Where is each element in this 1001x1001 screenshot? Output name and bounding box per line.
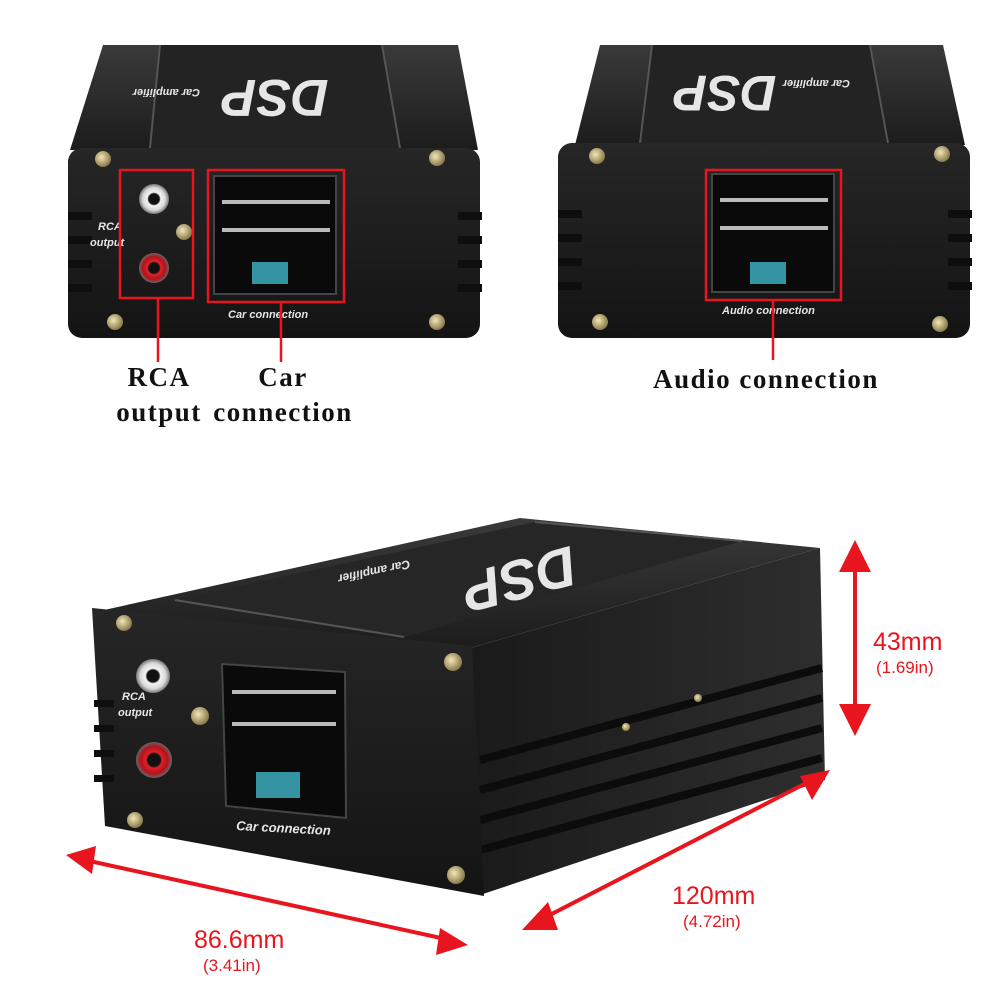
rca-callout-line2: output <box>116 397 202 427</box>
unit-front-rca: DSP Car amplifier RCA output Car connect… <box>68 44 482 362</box>
screw-icon <box>107 314 123 330</box>
length-mm-label: 120mm <box>672 882 756 910</box>
screw-icon <box>429 150 445 166</box>
fuse <box>252 262 288 284</box>
screw-icon <box>932 316 948 332</box>
car-callout-line2: connection <box>213 397 353 427</box>
car-connector-port <box>220 662 348 820</box>
rca-red-jack <box>139 253 169 283</box>
svg-text:RCA: RCA <box>122 691 146 703</box>
screw-icon <box>95 151 111 167</box>
car-amplifier-label: Car amplifier <box>132 86 200 98</box>
svg-text:Car amplifier: Car amplifier <box>782 77 850 89</box>
screw-icon <box>429 314 445 330</box>
screw-icon <box>592 314 608 330</box>
screw-icon <box>127 812 143 828</box>
audio-connection-callout: Audio connection <box>653 364 879 394</box>
svg-text:output: output <box>90 237 126 249</box>
fuse <box>256 772 300 798</box>
svg-text:Car connection: Car connection <box>236 818 331 838</box>
length-in-label: (4.72in) <box>683 912 741 931</box>
rca-highlight-box <box>118 168 195 300</box>
rca-output-callout: RCA output <box>64 360 254 430</box>
height-mm-label: 43mm <box>873 628 943 656</box>
svg-text:output: output <box>118 707 154 719</box>
width-mm-label: 86.6mm <box>194 926 285 954</box>
audio-connection-small-label: Audio connection <box>721 305 815 317</box>
rca-callout-line1: RCA <box>127 362 191 392</box>
car-connection-small-label: Car connection <box>228 309 308 321</box>
dimension-arrows <box>66 540 871 955</box>
car-connector-port <box>213 175 337 295</box>
dsp-logo: DSP <box>673 65 776 121</box>
height-in-label: (1.69in) <box>876 658 934 677</box>
screw-icon <box>116 615 132 631</box>
car-connection-highlight-box <box>206 168 346 304</box>
screw-icon <box>934 146 950 162</box>
screw-icon <box>447 866 465 884</box>
car-connection-callout: Car connection <box>188 360 378 430</box>
rca-output-small-label: RCA <box>98 221 122 233</box>
unit-perspective: DSP Car amplifier RCA output Car connect… <box>92 518 825 896</box>
fuse <box>750 262 786 284</box>
dsp-logo: DSP <box>221 68 328 126</box>
screw-icon <box>589 148 605 164</box>
screw-icon <box>176 224 192 240</box>
rca-red-jack <box>136 742 172 778</box>
rca-white-jack <box>136 659 170 693</box>
rca-white-jack <box>139 184 169 214</box>
screw-icon <box>444 653 462 671</box>
car-callout-line1: Car <box>258 362 308 392</box>
screw-icon <box>191 707 209 725</box>
unit-back-audio: DSP Car amplifier Audio connection <box>558 44 972 360</box>
width-in-label: (3.41in) <box>203 956 261 975</box>
